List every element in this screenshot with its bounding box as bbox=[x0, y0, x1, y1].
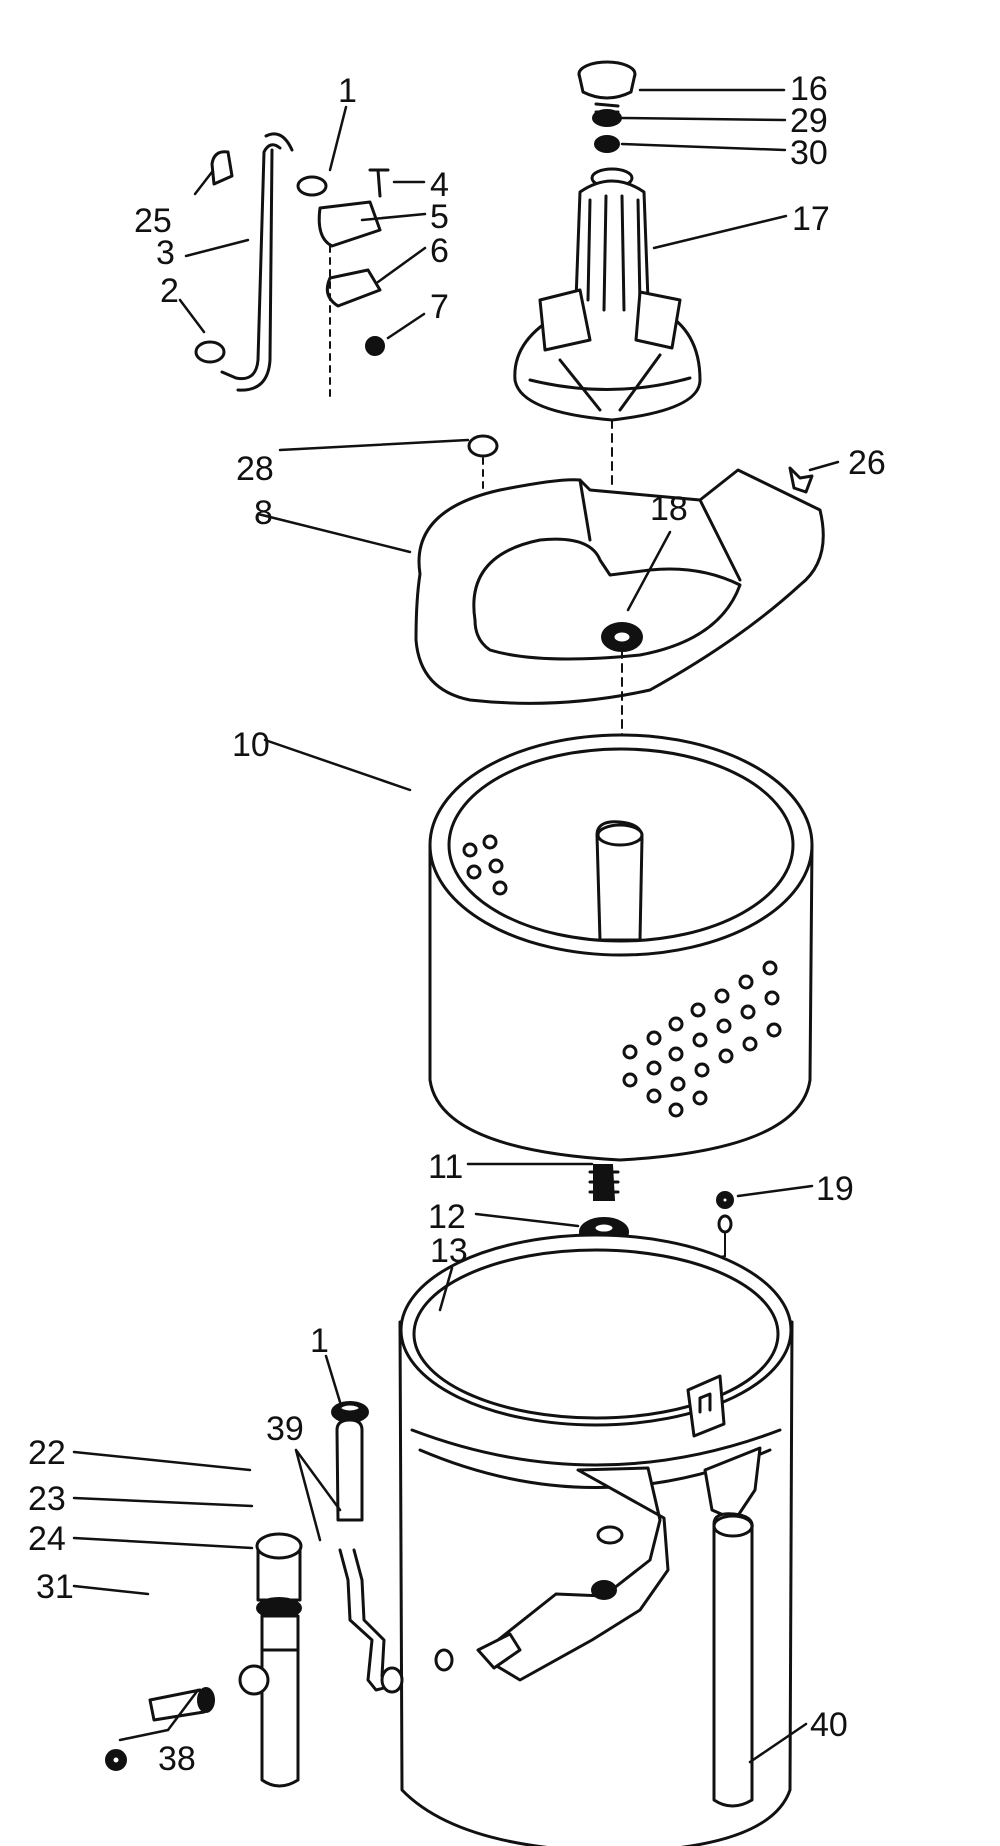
drain-hose-assembly bbox=[105, 1401, 404, 1788]
label-1-upper: 1 bbox=[338, 72, 357, 110]
label-8: 8 bbox=[254, 494, 273, 532]
label-17: 17 bbox=[792, 200, 830, 238]
outer-tub bbox=[400, 1233, 792, 1846]
label-4: 4 bbox=[430, 166, 449, 204]
label-24: 24 bbox=[28, 1520, 66, 1558]
label-10: 10 bbox=[232, 726, 270, 764]
label-26: 26 bbox=[848, 444, 886, 482]
label-12: 12 bbox=[428, 1198, 466, 1236]
tub-ring bbox=[414, 468, 825, 791]
agitator-cap bbox=[577, 60, 637, 153]
label-6: 6 bbox=[430, 232, 449, 270]
label-1-lower: 1 bbox=[310, 1322, 329, 1360]
fill-hose-assembly bbox=[194, 132, 390, 401]
label-18: 18 bbox=[650, 490, 688, 528]
wash-basket bbox=[428, 733, 814, 1162]
label-3: 3 bbox=[156, 234, 175, 272]
basket-holes bbox=[462, 834, 782, 1118]
label-22: 22 bbox=[28, 1434, 66, 1472]
label-7: 7 bbox=[430, 288, 449, 326]
label-31: 31 bbox=[36, 1568, 74, 1606]
label-11: 11 bbox=[428, 1148, 463, 1186]
label-29: 29 bbox=[790, 102, 828, 140]
label-40: 40 bbox=[810, 1706, 848, 1744]
label-25: 25 bbox=[134, 202, 172, 240]
label-2: 2 bbox=[160, 272, 179, 310]
label-28: 28 bbox=[236, 450, 274, 488]
part-26-clip bbox=[788, 466, 814, 494]
label-38: 38 bbox=[158, 1740, 196, 1778]
part-labels: 1 2 3 4 5 6 7 8 10 11 12 13 16 17 18 19 … bbox=[28, 70, 886, 1778]
agitator bbox=[513, 167, 702, 491]
label-13: 13 bbox=[430, 1232, 468, 1270]
label-39: 39 bbox=[266, 1410, 304, 1448]
label-19: 19 bbox=[816, 1170, 854, 1208]
leader-lines bbox=[72, 88, 840, 1764]
label-30: 30 bbox=[790, 134, 828, 172]
label-16: 16 bbox=[790, 70, 828, 108]
label-5: 5 bbox=[430, 198, 449, 236]
label-23: 23 bbox=[28, 1480, 66, 1518]
